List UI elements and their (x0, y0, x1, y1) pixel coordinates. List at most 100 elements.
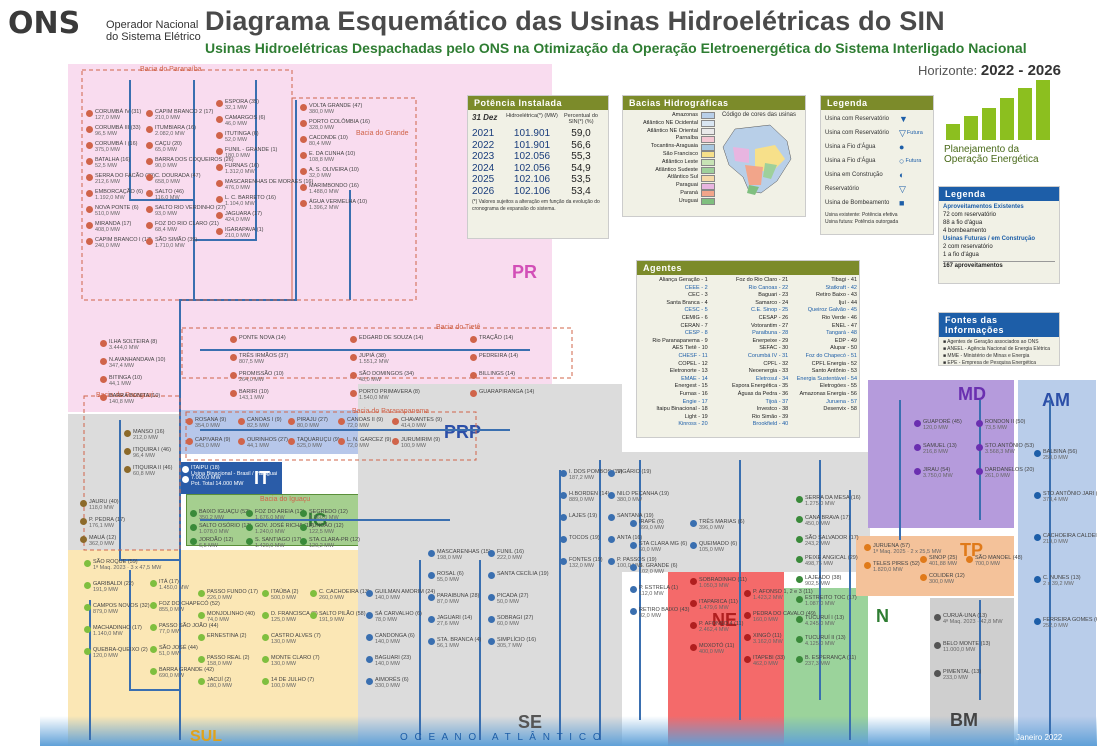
plant-marker[interactable] (608, 470, 615, 477)
plant-marker[interactable] (86, 238, 93, 245)
plant-marker[interactable] (100, 340, 107, 347)
plant-marker[interactable] (428, 616, 435, 623)
plant-marker[interactable] (796, 556, 803, 563)
plant-marker[interactable] (86, 158, 93, 165)
plant-marker[interactable] (86, 206, 93, 213)
plant-marker[interactable] (366, 634, 373, 641)
plant-marker[interactable] (150, 646, 157, 653)
plant-marker[interactable] (230, 354, 237, 361)
plant-marker[interactable] (190, 524, 197, 531)
plant-marker[interactable] (310, 612, 317, 619)
plant-marker[interactable] (392, 418, 399, 425)
plant-marker[interactable] (630, 542, 637, 549)
plant-marker[interactable] (84, 648, 91, 655)
plant-marker[interactable] (934, 614, 941, 621)
plant-marker[interactable] (86, 126, 93, 133)
plant-marker[interactable] (262, 590, 269, 597)
plant-marker[interactable] (488, 616, 495, 623)
plant-marker[interactable] (86, 190, 93, 197)
plant-marker[interactable] (150, 602, 157, 609)
plant-marker[interactable] (630, 564, 637, 571)
plant-marker[interactable] (488, 550, 495, 557)
plant-marker[interactable] (920, 574, 927, 581)
plant-marker[interactable] (796, 596, 803, 603)
plant-marker[interactable] (300, 104, 307, 111)
plant-marker[interactable] (690, 520, 697, 527)
plant-marker[interactable] (1034, 450, 1041, 457)
plant-marker[interactable] (630, 608, 637, 615)
plant-marker[interactable] (1034, 576, 1041, 583)
plant-marker[interactable] (966, 556, 973, 563)
plant-marker[interactable] (914, 420, 921, 427)
plant-marker[interactable] (744, 634, 751, 641)
plant-marker[interactable] (80, 500, 87, 507)
plant-marker[interactable] (300, 136, 307, 143)
plant-marker[interactable] (216, 132, 223, 139)
plant-marker[interactable] (300, 524, 307, 531)
plant-marker[interactable] (560, 558, 567, 565)
plant-marker[interactable] (216, 212, 223, 219)
plant-marker[interactable] (84, 582, 91, 589)
plant-marker[interactable] (560, 514, 567, 521)
plant-marker[interactable] (690, 578, 697, 585)
plant-marker[interactable] (934, 670, 941, 677)
plant-marker[interactable] (246, 538, 253, 545)
plant-marker[interactable] (300, 510, 307, 517)
plant-marker[interactable] (630, 520, 637, 527)
plant-marker[interactable] (300, 184, 307, 191)
plant-marker[interactable] (796, 576, 803, 583)
plant-marker[interactable] (366, 678, 373, 685)
plant-marker[interactable] (864, 544, 871, 551)
plant-marker[interactable] (630, 586, 637, 593)
plant-marker[interactable] (186, 438, 193, 445)
plant-marker[interactable] (366, 590, 373, 597)
plant-marker[interactable] (350, 336, 357, 343)
plant-marker[interactable] (300, 538, 307, 545)
plant-marker[interactable] (1034, 534, 1041, 541)
plant-marker[interactable] (796, 536, 803, 543)
plant-marker[interactable] (488, 572, 495, 579)
plant-marker[interactable] (300, 120, 307, 127)
plant-marker[interactable] (976, 468, 983, 475)
plant-marker[interactable] (392, 438, 399, 445)
plant-marker[interactable] (86, 142, 93, 149)
plant-marker[interactable] (230, 336, 237, 343)
plant-marker[interactable] (690, 600, 697, 607)
plant-marker[interactable] (198, 612, 205, 619)
plant-marker[interactable] (100, 358, 107, 365)
plant-marker[interactable] (796, 516, 803, 523)
plant-marker[interactable] (470, 336, 477, 343)
plant-marker[interactable] (488, 594, 495, 601)
plant-marker[interactable] (198, 678, 205, 685)
plant-marker[interactable] (146, 126, 153, 133)
plant-marker[interactable] (690, 644, 697, 651)
plant-marker[interactable] (86, 174, 93, 181)
plant-marker[interactable] (238, 418, 245, 425)
plant-marker[interactable] (216, 164, 223, 171)
plant-marker[interactable] (146, 174, 153, 181)
plant-marker[interactable] (350, 354, 357, 361)
plant-marker[interactable] (146, 238, 153, 245)
plant-marker[interactable] (216, 100, 223, 107)
plant-marker[interactable] (366, 656, 373, 663)
plant-marker[interactable] (216, 196, 223, 203)
plant-marker[interactable] (608, 558, 615, 565)
plant-marker[interactable] (216, 228, 223, 235)
plant-marker[interactable] (300, 168, 307, 175)
plant-marker[interactable] (310, 590, 317, 597)
plant-marker[interactable] (934, 642, 941, 649)
plant-marker[interactable] (262, 634, 269, 641)
plant-marker[interactable] (216, 180, 223, 187)
plant-marker[interactable] (84, 626, 91, 633)
plant-marker[interactable] (150, 668, 157, 675)
plant-marker[interactable] (470, 390, 477, 397)
plant-marker[interactable] (262, 656, 269, 663)
plant-marker[interactable] (796, 656, 803, 663)
plant-marker[interactable] (86, 222, 93, 229)
plant-marker[interactable] (690, 622, 697, 629)
plant-marker[interactable] (182, 476, 189, 483)
plant-marker[interactable] (470, 372, 477, 379)
plant-marker[interactable] (246, 510, 253, 517)
plant-marker[interactable] (198, 656, 205, 663)
plant-marker[interactable] (150, 624, 157, 631)
